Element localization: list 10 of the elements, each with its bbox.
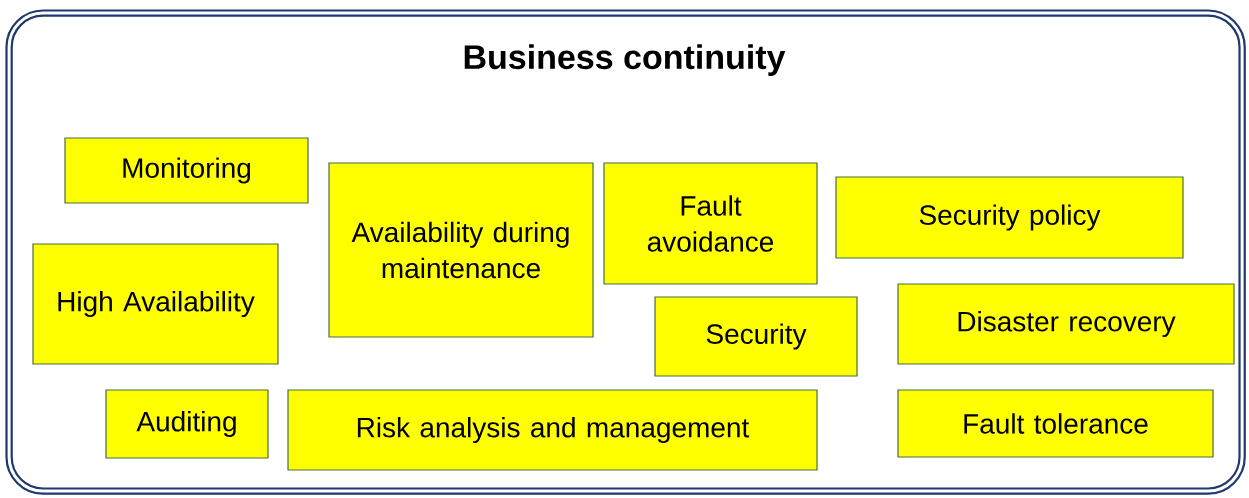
label-box: Availability during maintenance bbox=[328, 162, 594, 338]
label-box: Auditing bbox=[105, 389, 269, 459]
label-box: Monitoring bbox=[64, 137, 309, 204]
label-box: Fault tolerance bbox=[897, 389, 1214, 458]
label-box: Risk analysis and management bbox=[287, 389, 818, 471]
label-box: Security policy bbox=[835, 176, 1184, 259]
label-box: High Availability bbox=[32, 243, 279, 365]
label-box: Security bbox=[654, 296, 858, 377]
label-box: Fault avoidance bbox=[603, 162, 818, 285]
label-box: Disaster recovery bbox=[897, 283, 1235, 365]
